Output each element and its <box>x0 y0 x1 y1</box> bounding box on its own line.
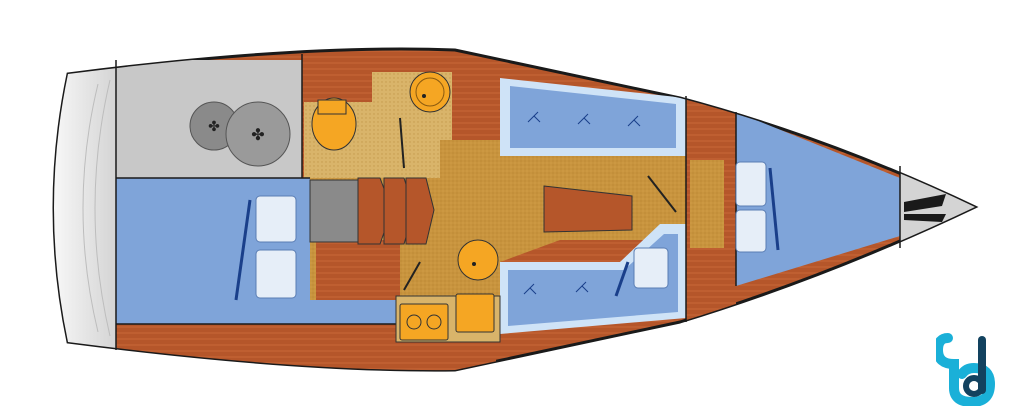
saloon-table <box>543 175 677 233</box>
svg-text:✤: ✤ <box>208 119 220 135</box>
engine-cover <box>309 179 359 243</box>
cockpit-fan-icons: ✤ ✤ <box>189 101 291 167</box>
brand-logo <box>936 333 996 406</box>
saloon-settee-port-cushion <box>508 234 678 326</box>
pillow <box>735 209 767 253</box>
stern-platform <box>54 49 116 371</box>
step <box>405 177 435 245</box>
pillow <box>255 249 297 299</box>
forward-head-floor <box>690 160 724 248</box>
fridge-icon <box>455 293 495 333</box>
stern-platform-shading <box>82 79 111 337</box>
aft-berth-extension <box>116 300 396 324</box>
aft-head <box>311 71 451 169</box>
anchor-locker <box>900 166 975 248</box>
pillow <box>735 161 767 207</box>
saloon-settee-starboard-cushion <box>510 86 676 148</box>
saloon-pillow <box>633 247 669 289</box>
galley-stove-icon <box>399 303 449 341</box>
forepeak-pillows <box>735 161 780 253</box>
anchor-icon <box>904 194 946 222</box>
svg-text:✤: ✤ <box>251 125 264 144</box>
saloon-floor <box>310 120 690 300</box>
galley-sink-icon <box>457 239 499 281</box>
fan-icon <box>225 101 291 167</box>
bb-logo-icon <box>936 333 996 406</box>
aft-berth-pillows <box>234 195 297 301</box>
companionway <box>309 177 435 245</box>
galley <box>395 239 501 343</box>
settee-cushion-marks <box>523 111 641 295</box>
pillow <box>255 195 297 243</box>
